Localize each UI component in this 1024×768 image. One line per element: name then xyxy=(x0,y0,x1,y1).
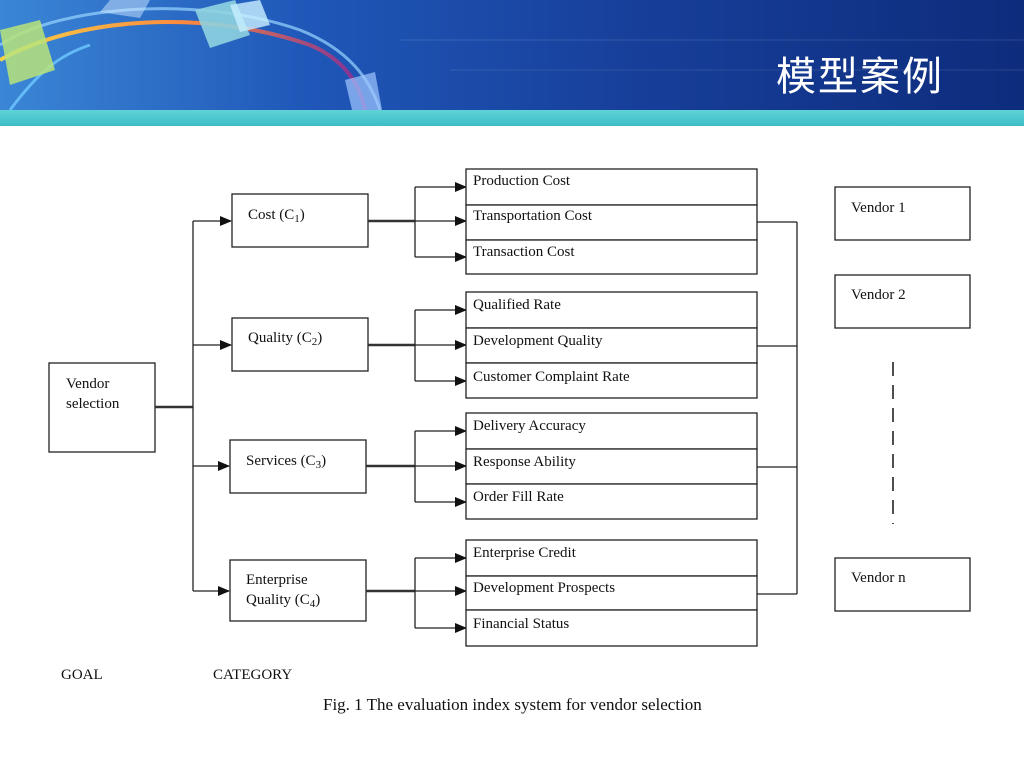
subcriterion-box xyxy=(465,483,758,520)
subcriterion-box xyxy=(465,609,758,647)
category-label-end: ) xyxy=(321,453,326,469)
category-label-end: ) xyxy=(317,330,322,346)
subcriterion-box xyxy=(465,204,758,241)
slide-title: 模型案例 xyxy=(776,54,944,100)
header-band xyxy=(0,110,1024,126)
vendor-1-node: Vendor 1 xyxy=(834,186,971,241)
subcriterion-production-cost: Production Cost xyxy=(473,173,571,189)
category-label-line1: Enterprise xyxy=(246,572,308,588)
category-box xyxy=(229,559,367,622)
subcriterion-delivery-accuracy: Delivery Accuracy xyxy=(473,418,586,434)
vendor-label: Vendor n xyxy=(851,570,906,586)
category-label-text: Services (C xyxy=(246,453,316,469)
subcriterion-financial-status: Financial Status xyxy=(473,616,569,632)
category-box xyxy=(231,317,369,372)
category-label-end: ) xyxy=(300,207,305,223)
category-label-text: Quality (C xyxy=(246,592,310,608)
cost-to-subcriteria-connectors xyxy=(368,182,467,262)
category-services: Services (C3) xyxy=(229,439,367,494)
goal-category-connectors xyxy=(155,216,232,596)
subcriterion-customer-complaint-rate: Customer Complaint Rate xyxy=(473,369,630,385)
category-enterprise-quality: Enterprise Quality (C4) xyxy=(229,559,367,622)
quality-subcriteria-list: Qualified Rate Development Quality Custo… xyxy=(465,291,758,399)
category-label-text: Cost (C xyxy=(248,207,294,223)
subcriterion-box xyxy=(465,448,758,485)
category-subscript: 1 xyxy=(294,213,300,225)
figure-caption: Fig. 1 The evaluation index system for v… xyxy=(323,695,702,714)
category-label: Cost (C1) xyxy=(248,207,305,225)
category-quality: Quality (C2) xyxy=(231,317,369,372)
category-subscript: 3 xyxy=(316,459,322,471)
goal-node: Vendor selection xyxy=(48,362,156,453)
subcriterion-box xyxy=(465,239,758,275)
subcriterion-transaction-cost: Transaction Cost xyxy=(473,244,575,260)
subcriterion-enterprise-credit: Enterprise Credit xyxy=(473,545,577,561)
subcriterion-box xyxy=(465,362,758,399)
category-label-end: ) xyxy=(315,592,320,608)
subcriterion-development-prospects: Development Prospects xyxy=(473,580,615,596)
subcriterion-box xyxy=(465,412,758,450)
vendor-label: Vendor 2 xyxy=(851,287,906,303)
subcriteria-merge-connectors xyxy=(757,221,798,595)
vendor-n-node: Vendor n xyxy=(834,557,971,612)
cost-subcriteria-list: Production Cost Transportation Cost Tran… xyxy=(465,168,758,275)
category-label: Services (C3) xyxy=(246,453,326,471)
subcriterion-box xyxy=(465,291,758,329)
subcriterion-order-fill-rate: Order Fill Rate xyxy=(473,489,564,505)
enterprise-quality-subcriteria-list: Enterprise Credit Development Prospects … xyxy=(465,539,758,647)
vendor-box xyxy=(834,186,971,241)
services-to-subcriteria-connectors xyxy=(366,426,467,507)
category-label-text: Quality (C xyxy=(248,330,312,346)
services-subcriteria-list: Delivery Accuracy Response Ability Order… xyxy=(465,412,758,520)
header-banner: 模型案例 xyxy=(0,0,1024,110)
footer-category-label: CATEGORY xyxy=(213,667,292,683)
goal-label-line2: selection xyxy=(66,396,120,412)
vendor-box xyxy=(834,274,971,329)
category-subscript: 2 xyxy=(312,336,318,348)
vendor-2-node: Vendor 2 xyxy=(834,274,971,329)
footer-goal-label: GOAL xyxy=(61,667,103,683)
vendor-list: Vendor 1 Vendor 2 Vendor n xyxy=(834,186,971,612)
subcriterion-response-ability: Response Ability xyxy=(473,454,576,470)
subcriterion-box xyxy=(465,327,758,364)
vendor-box xyxy=(834,557,971,612)
goal-label-line1: Vendor xyxy=(66,376,109,392)
subcriterion-transportation-cost: Transportation Cost xyxy=(473,208,593,224)
subcriterion-development-quality: Development Quality xyxy=(473,333,603,349)
category-label: Quality (C2) xyxy=(248,330,322,348)
category-cost: Cost (C1) xyxy=(231,193,369,248)
subcriterion-box xyxy=(465,168,758,206)
category-label-line2: Quality (C4) xyxy=(246,592,320,610)
banner-decoration xyxy=(0,0,1024,110)
category-subscript: 4 xyxy=(310,598,316,610)
subcriterion-qualified-rate: Qualified Rate xyxy=(473,297,561,313)
enterprise-quality-to-subcriteria-connectors xyxy=(366,553,467,633)
vendor-label: Vendor 1 xyxy=(851,200,906,216)
category-box xyxy=(229,439,367,494)
quality-to-subcriteria-connectors xyxy=(368,305,467,386)
